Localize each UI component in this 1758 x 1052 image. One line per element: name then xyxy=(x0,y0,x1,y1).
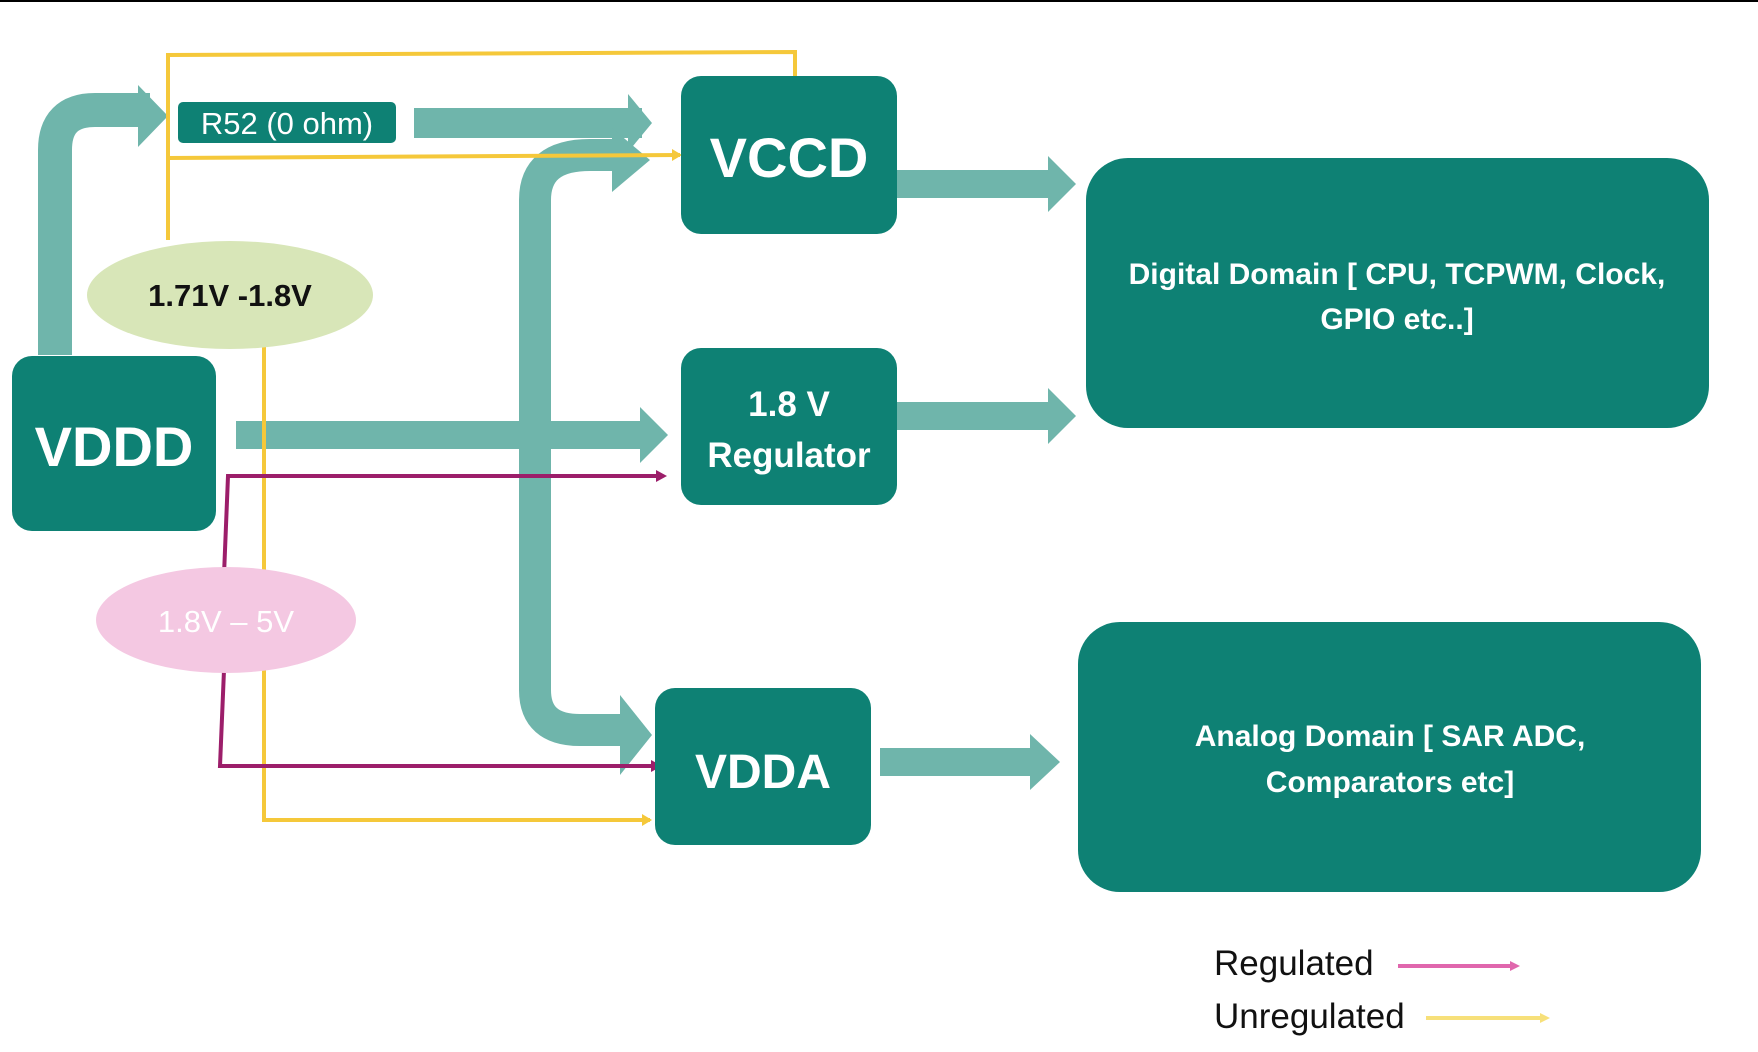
flow-regulator-to-digital-head xyxy=(1048,388,1076,444)
r52-resistor-label: R52 (0 ohm) xyxy=(201,106,373,141)
regulated-regulator-head xyxy=(656,470,667,482)
flow-vdda-to-analog xyxy=(880,748,1040,776)
flow-trunk-to-vdda-head xyxy=(620,695,652,775)
r52-resistor-box xyxy=(178,102,396,143)
regulator-label-line1: 1.8 V xyxy=(748,385,830,424)
regulated-lines xyxy=(217,474,660,768)
flow-vddd-to-regulator-head xyxy=(640,407,668,463)
unregulated-to-vdda xyxy=(262,340,650,822)
flow-regulator-to-digital xyxy=(896,402,1058,430)
unregulated-vdda-head xyxy=(642,814,652,826)
flow-vccd-to-digital xyxy=(896,170,1058,198)
regulator-label-line2: Regulator xyxy=(707,436,871,475)
unregulated-to-vccd xyxy=(167,153,681,160)
vccd-box xyxy=(681,76,897,234)
flow-trunk-to-vdda xyxy=(519,560,630,746)
flow-vdda-to-analog-head xyxy=(1030,734,1060,790)
digital-domain-label-line1: Digital Domain [ CPU, TCPWM, Clock, xyxy=(1129,258,1666,291)
high-range-label: 1.8V – 5V xyxy=(158,604,294,639)
flow-vddd-to-regulator xyxy=(236,421,648,449)
legend: Regulated Unregulated xyxy=(1214,944,1550,1036)
legend-unregulated-label: Unregulated xyxy=(1214,997,1405,1036)
legend-unregulated-arrowhead xyxy=(1540,1013,1550,1023)
legend-regulated-label: Regulated xyxy=(1214,944,1374,983)
low-range-label: 1.71V -1.8V xyxy=(148,278,312,313)
flow-trunk-to-vccd-head xyxy=(612,128,650,192)
regulated-to-vdda xyxy=(217,669,655,768)
high-range-ellipse xyxy=(96,567,356,673)
unregulated-vccd-side-head xyxy=(672,149,682,161)
flow-r52-to-vccd xyxy=(414,108,642,138)
flow-vddd-to-r52 xyxy=(38,93,150,355)
vdda-label: VDDA xyxy=(695,746,831,799)
digital-domain-box xyxy=(1086,158,1709,428)
vddd-label: VDDD xyxy=(35,415,194,478)
flow-r52-to-vccd-head xyxy=(628,94,652,152)
legend-regulated-arrowhead xyxy=(1510,961,1520,971)
analog-domain-box xyxy=(1078,622,1701,892)
regulator-box xyxy=(681,348,897,505)
low-range-ellipse xyxy=(87,241,373,349)
flow-vddd-to-r52-head xyxy=(138,85,168,147)
vddd-box xyxy=(12,356,216,531)
regulated-to-regulator xyxy=(222,474,660,576)
analog-domain-label-line2: Comparators etc] xyxy=(1266,766,1514,799)
analog-domain-label-line1: Analog Domain [ SAR ADC, xyxy=(1195,720,1586,753)
digital-domain-label-line2: GPIO etc..] xyxy=(1320,303,1473,336)
flow-vccd-to-digital-head xyxy=(1048,156,1076,212)
vccd-label: VCCD xyxy=(710,126,869,189)
vdda-box xyxy=(655,688,871,845)
flow-trunk-to-vccd xyxy=(519,139,625,600)
